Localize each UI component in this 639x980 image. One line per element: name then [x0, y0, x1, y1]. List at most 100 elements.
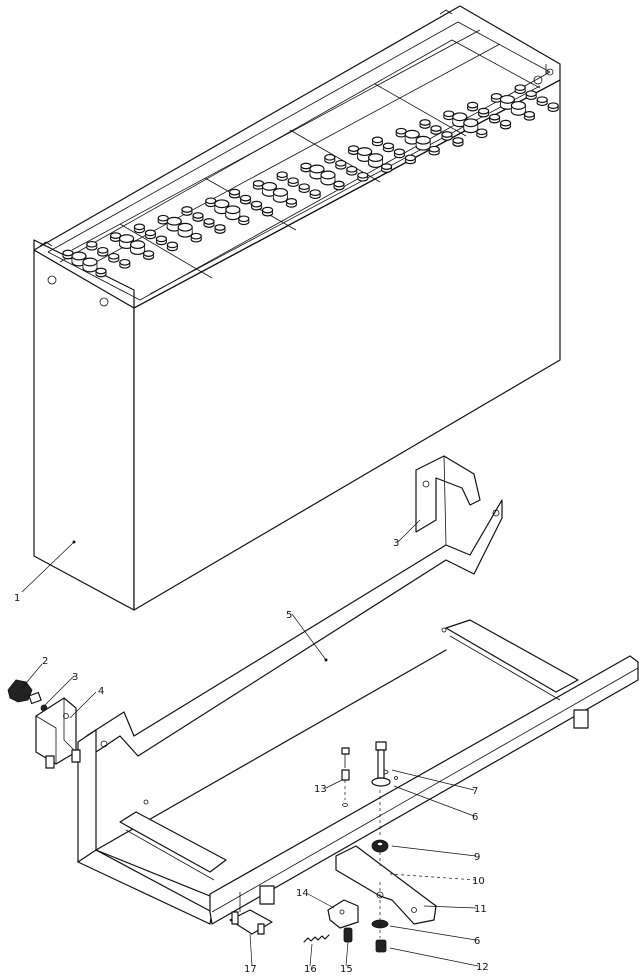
battery-terminal-post: [177, 222, 193, 232]
battery-terminal-post: [536, 96, 548, 104]
battery-terminal-post: [333, 180, 345, 188]
battery-terminal-post: [348, 145, 360, 152]
battery-terminal-post: [324, 153, 336, 161]
callout-10: 10: [472, 876, 485, 887]
leader-lines: [21, 519, 479, 967]
battery-terminal-post: [97, 246, 109, 254]
battery-terminal-post: [86, 240, 98, 248]
bolt-part-7: [371, 741, 391, 787]
battery-terminal-post: [514, 84, 526, 92]
callout-2: 2: [42, 656, 48, 667]
battery-terminal-post: [298, 183, 310, 191]
battery-terminal-post: [214, 199, 230, 209]
battery-terminal-post: [476, 128, 488, 136]
callout-5: 5: [286, 610, 292, 621]
battery-terminal-post: [430, 125, 442, 132]
battery-terminal-post: [452, 137, 464, 144]
battery-terminal-post: [133, 223, 145, 231]
battery-terminal-post: [368, 153, 384, 163]
callout-4: 4: [98, 686, 104, 697]
battery-terminal-post: [346, 165, 358, 173]
battery-terminal-post: [463, 118, 479, 128]
battery-terminal-post: [62, 249, 74, 257]
knob-part-2: [7, 679, 42, 705]
battery-terminal-post: [205, 197, 217, 205]
battery-terminal-post: [357, 147, 373, 157]
callout-6: 6: [472, 812, 478, 823]
battery-terminal-post: [119, 258, 131, 266]
callout-3: 3: [72, 672, 78, 683]
battery-terminal-post: [404, 129, 420, 139]
battery-terminal-post: [419, 119, 431, 126]
callout-15: 15: [340, 964, 353, 975]
battery-terminal-post: [130, 240, 146, 250]
battery-terminal-post: [525, 90, 537, 98]
battery-tray: [77, 455, 639, 925]
battery-terminal-post: [261, 181, 277, 191]
battery-terminal-post: [118, 234, 135, 244]
battery-terminal-post: [309, 189, 321, 197]
battery-terminal-post: [489, 113, 501, 121]
callout-9: 9: [474, 852, 480, 863]
battery-terminal-post: [404, 154, 416, 162]
battery-terminal-post: [108, 252, 120, 260]
battery-terminal-post: [252, 180, 264, 187]
battery-terminal-post: [95, 267, 107, 275]
callout-13: 13: [314, 784, 327, 795]
battery-terminal-post: [190, 232, 202, 240]
battery-terminal-post: [166, 241, 178, 249]
battery-terminal-post: [155, 235, 167, 243]
battery-terminal-post: [499, 94, 515, 104]
battery-terminal-post: [443, 110, 455, 118]
battery-terminal-post: [238, 215, 250, 223]
battery-terminal-post: [428, 145, 440, 153]
battery-terminal-post: [371, 136, 383, 144]
hardware-stack: [335, 741, 437, 953]
callout-labels: 1 2 3 3 4 5 6 6 7 9 10 11 12 13 14 15 16…: [14, 538, 489, 975]
callout-1: 1: [14, 593, 20, 604]
battery-terminal-post: [262, 206, 274, 214]
battery-terminal-post: [285, 198, 297, 205]
battery-terminal-post: [82, 257, 98, 267]
battery-terminal-post: [276, 171, 288, 179]
battery-terminal-post: [523, 111, 536, 118]
battery-terminal-post: [166, 216, 182, 226]
battery-terminal-post: [109, 232, 122, 239]
left-clamp-assembly: [7, 679, 81, 769]
callout-12: 12: [476, 962, 489, 973]
callout-7: 7: [472, 786, 478, 797]
callout-6-lower: 6: [474, 936, 480, 947]
battery-terminal-post: [381, 163, 393, 170]
battery-terminal-post: [415, 135, 431, 145]
battery-terminal-post: [382, 142, 394, 150]
callout-17: 17: [244, 964, 257, 975]
lower-parts: [229, 892, 359, 943]
battery-terminal-post: [478, 107, 490, 115]
battery-terminal-post: [395, 127, 407, 135]
battery-terminal-post: [272, 187, 288, 197]
battery-terminal-post: [300, 162, 312, 170]
battery-terminal-post: [500, 119, 512, 127]
battery-terminal-post: [229, 188, 241, 196]
battery-terminal-post: [71, 251, 87, 261]
battery-terminal-post: [452, 112, 468, 122]
battery-terminal-post: [467, 101, 479, 109]
battery-terminal-post: [357, 171, 369, 179]
battery-terminals: [62, 84, 559, 278]
battery-terminal-post: [490, 93, 502, 100]
battery-terminal-post: [240, 194, 252, 202]
battery-terminal-post: [143, 250, 155, 257]
battery-terminal-post: [192, 212, 204, 219]
callout-11: 11: [474, 904, 487, 915]
battery-terminal-post: [181, 206, 193, 213]
callout-14: 14: [296, 888, 309, 899]
battery-block: [33, 5, 561, 611]
battery-terminal-post: [441, 131, 453, 138]
battery-terminal-post: [335, 159, 347, 167]
battery-terminal-post: [287, 177, 299, 185]
battery-terminal-post: [203, 218, 215, 225]
battery-terminal-post: [393, 148, 405, 156]
battery-terminal-post: [320, 170, 336, 180]
